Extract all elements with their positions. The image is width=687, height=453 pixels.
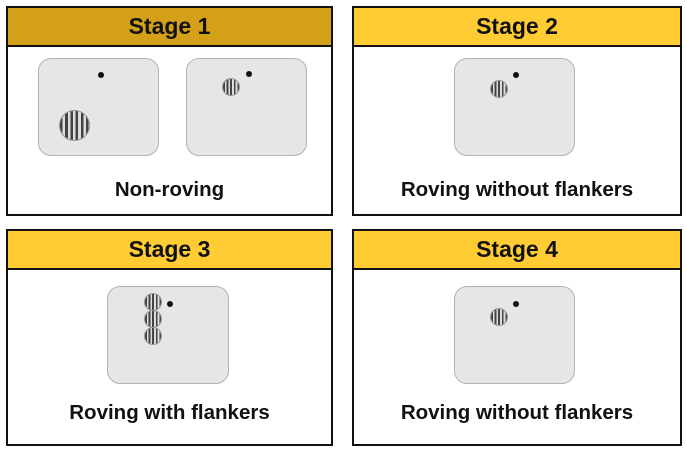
fixation-dot — [167, 301, 173, 307]
grating-patch-small — [490, 80, 508, 98]
stage-4-caption: Roving without flankers — [400, 401, 634, 424]
stage-2-title: Stage 2 — [476, 13, 558, 39]
grating-patch-small — [490, 308, 508, 326]
stage-1-header: Stage 1 — [8, 8, 331, 47]
grating-patch-small — [222, 78, 240, 96]
stage-4-screen — [454, 286, 575, 384]
fixation-dot — [98, 72, 104, 78]
fixation-dot — [513, 72, 519, 78]
fixation-dot — [513, 301, 519, 307]
stage-1-caption: Non-roving — [114, 178, 225, 201]
stage-3-header: Stage 3 — [8, 231, 331, 270]
stage-2-header: Stage 2 — [354, 8, 680, 47]
stage-1-panel: Stage 1 Non-roving — [6, 6, 333, 216]
flanker-grating-bottom — [144, 327, 162, 345]
stage-2-panel: Stage 2 Roving without flankers — [352, 6, 682, 216]
stage-3-caption: Roving with flankers — [69, 401, 270, 424]
grating-patch-large — [59, 110, 90, 141]
stage-2-caption: Roving without flankers — [400, 178, 634, 201]
stage-1-title: Stage 1 — [128, 13, 211, 39]
stage-2-screen — [454, 58, 575, 156]
stage-4-panel: Stage 4 Roving without flankers — [352, 229, 682, 446]
stage-4-header: Stage 4 — [354, 231, 680, 270]
stage-3-title: Stage 3 — [128, 236, 211, 262]
stage-4-title: Stage 4 — [476, 236, 558, 262]
stage-3-panel: Stage 3 Roving with flankers — [6, 229, 333, 446]
grating-patch-target — [144, 310, 162, 328]
flanker-grating-top — [144, 293, 162, 311]
stage-1-screen-large-target — [38, 58, 159, 156]
fixation-dot — [246, 71, 252, 77]
stage-3-screen — [107, 286, 229, 384]
stage-1-screen-small-target — [186, 58, 307, 156]
